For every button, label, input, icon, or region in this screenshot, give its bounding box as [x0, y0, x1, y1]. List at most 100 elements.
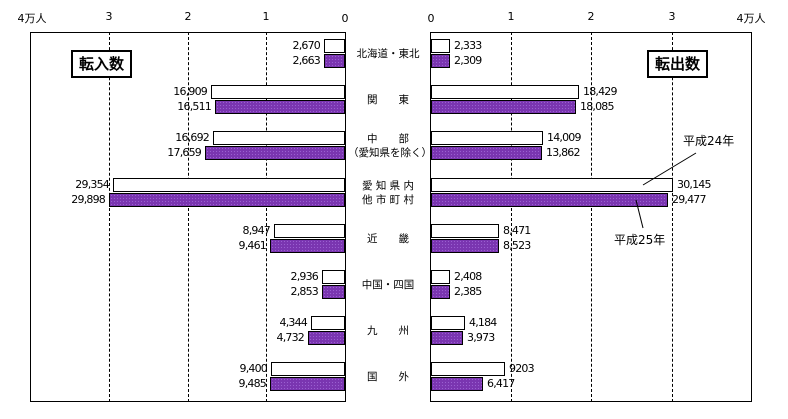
in-bar-h24: [324, 39, 345, 53]
in-value-h24: 2,670: [292, 39, 321, 52]
category-name: 中 部: [367, 133, 409, 145]
category-label: 近 畿: [348, 232, 428, 246]
gridline: [511, 32, 512, 402]
in-value-h25: 29,898: [71, 193, 105, 206]
in-value-h24: 9,400: [239, 362, 268, 375]
in-bar-h25: [109, 193, 345, 207]
category-label: 北海道・東北: [348, 47, 428, 61]
in-bar-h25: [270, 377, 345, 391]
out-bar-h24: [431, 316, 465, 330]
gridline: [109, 32, 110, 402]
right-axis-tick-1: 1: [507, 10, 515, 23]
out-value-h25: 2,309: [454, 54, 482, 67]
out-value-h25: 29,477: [672, 193, 706, 206]
in-value-h25: 2,853: [290, 285, 319, 298]
out-bar-h25: [431, 377, 483, 391]
category-name: 関 東: [367, 94, 409, 106]
in-value-h25: 9,461: [238, 239, 267, 252]
out-value-h24: 2,408: [454, 270, 482, 283]
in-value-h24: 2,936: [290, 270, 319, 283]
in-bar-h24: [271, 362, 345, 376]
out-value-h24: 30,145: [677, 178, 711, 191]
category-label: 中 部 （愛知県を除く）: [348, 132, 432, 160]
category-strip: [346, 30, 430, 404]
in-bar-h25: [322, 285, 345, 299]
in-value-h25: 2,663: [292, 54, 321, 67]
category-name: 国 外: [367, 371, 409, 383]
left-axis-tick-2: 2: [184, 10, 192, 23]
right-panel-title: 転出数: [647, 50, 709, 78]
category-label: 国 外: [348, 370, 428, 384]
in-bar-h24: [113, 178, 345, 192]
out-value-h24: 9203: [509, 362, 535, 375]
category-name: 近 畿: [367, 233, 409, 245]
category-subname: 他 市 町 村: [361, 194, 414, 206]
out-value-h24: 8,471: [503, 224, 531, 237]
in-value-h24: 16,909: [173, 85, 207, 98]
out-value-h25: 3,973: [467, 331, 495, 344]
out-bar-h24: [431, 362, 505, 376]
legend-label-h24: 平成24年: [683, 134, 735, 148]
in-bar-h25: [205, 146, 345, 160]
out-bar-h24: [431, 224, 499, 238]
out-bar-h24: [431, 270, 450, 284]
out-value-h25: 18,085: [580, 100, 614, 113]
out-value-h24: 14,009: [547, 131, 581, 144]
out-bar-h25: [431, 100, 576, 114]
in-value-h25: 16,511: [177, 100, 211, 113]
out-bar-h24: [431, 131, 543, 145]
in-bar-h25: [324, 54, 345, 68]
in-value-h24: 29,354: [75, 178, 109, 191]
out-bar-h25: [431, 146, 542, 160]
out-bar-h24: [431, 85, 579, 99]
in-bar-h25: [270, 239, 345, 253]
out-bar-h25: [431, 331, 463, 345]
category-name: 中国・四国: [361, 279, 415, 291]
in-value-h24: 8,947: [242, 224, 271, 237]
gridline: [188, 32, 189, 402]
out-value-h25: 6,417: [487, 377, 515, 390]
in-bar-h24: [322, 270, 345, 284]
category-label: 九 州: [348, 324, 428, 338]
left-axis-tick-1: 1: [262, 10, 270, 23]
left-panel-title: 転入数: [71, 50, 133, 78]
category-label: 愛 知 県 内他 市 町 村: [348, 179, 428, 207]
out-value-h24: 2,333: [454, 39, 482, 52]
out-bar-h25: [431, 239, 499, 253]
out-value-h25: 2,385: [454, 285, 482, 298]
right-axis-tick-4: 4万人: [736, 12, 766, 25]
gridline: [672, 32, 673, 402]
legend-label-h25: 平成25年: [614, 233, 666, 247]
in-value-h25: 9,485: [238, 377, 267, 390]
category-name: 九 州: [367, 325, 409, 337]
right-axis-tick-2: 2: [587, 10, 595, 23]
gridline: [591, 32, 592, 402]
category-name: 北海道・東北: [356, 48, 420, 60]
out-bar-h25: [431, 193, 668, 207]
category-subname: （愛知県を除く）: [348, 147, 432, 159]
left-axis-tick-3: 3: [105, 10, 113, 23]
in-bar-h25: [308, 331, 345, 345]
in-value-h25: 17,659: [167, 146, 201, 159]
left-axis-tick-0: 0: [341, 12, 349, 25]
in-value-h25: 4,732: [276, 331, 305, 344]
in-bar-h24: [274, 224, 345, 238]
out-bar-h24: [431, 39, 450, 53]
in-bar-h24: [311, 316, 345, 330]
out-value-h24: 4,184: [469, 316, 497, 329]
out-bar-h25: [431, 54, 450, 68]
in-bar-h24: [213, 131, 345, 145]
out-value-h25: 8,523: [503, 239, 531, 252]
category-label: 関 東: [348, 93, 428, 107]
in-bar-h24: [211, 85, 345, 99]
right-axis-tick-0: 0: [427, 12, 435, 25]
right-axis-tick-3: 3: [668, 10, 676, 23]
in-value-h24: 16,692: [175, 131, 209, 144]
out-bar-h24: [431, 178, 673, 192]
out-bar-h25: [431, 285, 450, 299]
out-value-h25: 13,862: [546, 146, 580, 159]
category-name: 愛 知 県 内: [361, 180, 414, 192]
left-axis-tick-4: 4万人: [17, 12, 47, 25]
in-value-h24: 4,344: [279, 316, 308, 329]
